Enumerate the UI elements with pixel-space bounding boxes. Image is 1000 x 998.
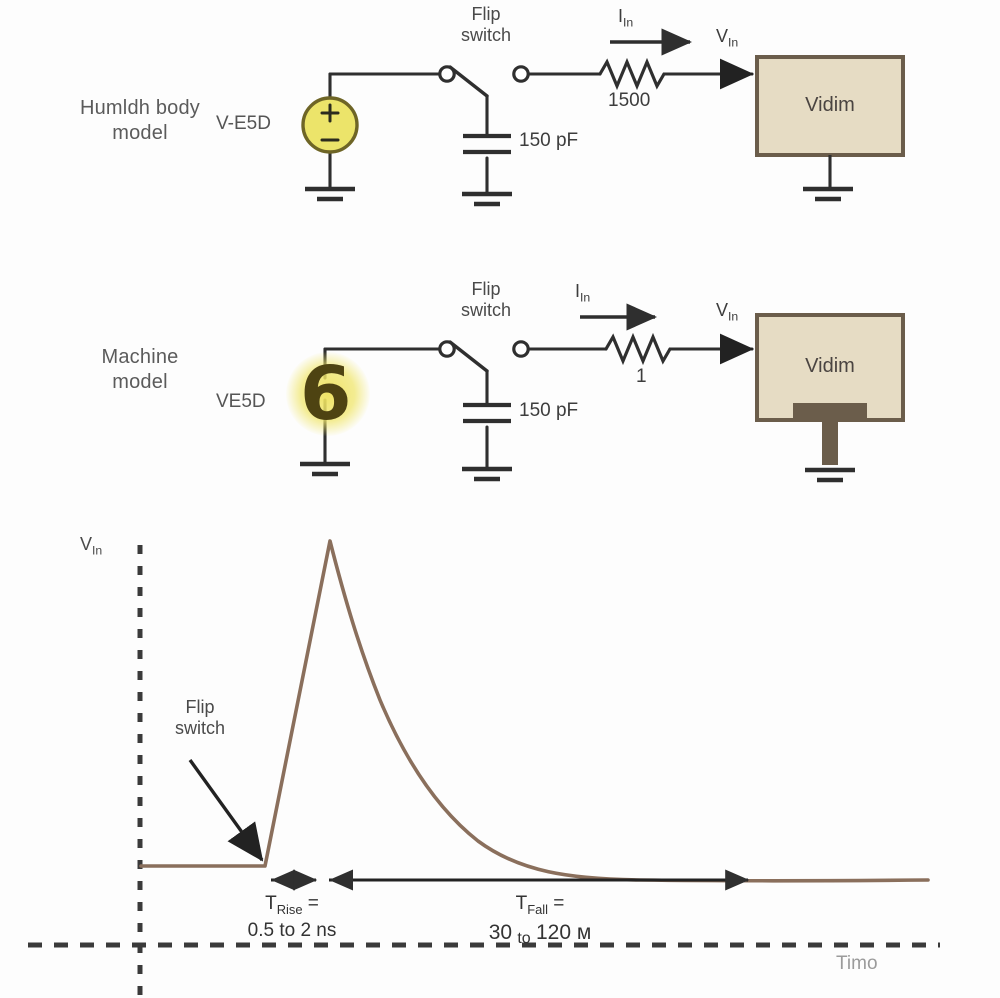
voltage-symbol-c1: V: [716, 26, 729, 46]
current-subscript-c2: In: [580, 290, 591, 305]
source-label-c1: V-E5D: [216, 113, 271, 134]
victim-block-label-c2: Vidim: [805, 355, 855, 377]
victim-block-c2: [755, 313, 905, 422]
overlay-digit-c2: 6: [300, 351, 352, 437]
victim-block-c1: [755, 55, 905, 157]
voltage-label-c1: VIn: [716, 26, 738, 50]
resistor-value-c2: 1: [636, 366, 647, 387]
resistor-1500: [598, 57, 666, 91]
flip-switch-label-c1: Flip switch: [460, 4, 511, 45]
switch-terminal-left-c2: [438, 340, 456, 358]
circuit-human-body-model: [328, 57, 754, 195]
y-axis-symbol: V: [80, 534, 93, 554]
switch-blade: [448, 65, 489, 98]
t-rise-annotation: TRise = 0.5 to 2 ns: [222, 892, 362, 943]
model-label-human-body: Humldh body model: [79, 97, 201, 144]
source-label-c2: VE5D: [216, 391, 266, 412]
highlight-glow-c2: [286, 352, 370, 436]
current-symbol-c1: I: [618, 6, 624, 26]
t-rise-value: 0.5 to 2 ns: [247, 919, 337, 941]
resistor-value-c1: 1500: [608, 90, 651, 111]
capacitor-value-c2: 150 pF: [519, 400, 579, 421]
voltage-subscript-c1: In: [728, 35, 739, 50]
current-label-c2: IIn: [575, 281, 590, 305]
vin-curve: [139, 539, 930, 883]
ground-symbols-c2: [300, 461, 855, 483]
model-label-machine: Machine model: [101, 346, 179, 393]
current-subscript-c1: In: [623, 15, 634, 30]
voltage-symbol-c2: V: [716, 300, 729, 320]
current-symbol-c2: I: [575, 281, 581, 301]
flip-switch-annotation: Flip switch: [174, 697, 225, 738]
t-fall-annotation: TFall = 30 to 120 м: [420, 892, 660, 947]
y-axis-label: VIn: [80, 534, 102, 558]
flip-switch-callout-arrow: [188, 759, 264, 862]
ground-symbols-c1: [305, 186, 853, 207]
flip-switch-label-c2: Flip switch: [460, 279, 511, 320]
switch-terminal-right-c1: [512, 65, 530, 83]
t-rise-title: TRise =: [265, 893, 319, 917]
t-fall-value: 30 to 120 м: [488, 920, 592, 947]
switch-blade-c2: [448, 340, 489, 373]
voltage-subscript-c2: In: [728, 309, 739, 324]
ground-stem-overlay-c2: [793, 403, 867, 465]
current-label-c1: IIn: [618, 6, 633, 30]
t-fall-title: TFall =: [515, 893, 565, 917]
voltage-source-c1: [301, 96, 359, 154]
y-axis-subscript: In: [92, 543, 103, 558]
capacitor-plates-c2: [463, 402, 511, 424]
victim-block-label-c1: Vidim: [805, 94, 855, 116]
source-polarity-c1: [320, 103, 340, 142]
switch-terminal-left-c1: [438, 65, 456, 83]
capacitor-value-c1: 150 pF: [519, 130, 579, 151]
voltage-label-c2: VIn: [716, 300, 738, 324]
x-axis-label: Timo: [836, 953, 878, 974]
resistor-1: [604, 332, 672, 366]
waveform-plot: [28, 539, 940, 998]
capacitor-plates-c1: [463, 133, 511, 155]
switch-terminal-right-c2: [512, 340, 530, 358]
